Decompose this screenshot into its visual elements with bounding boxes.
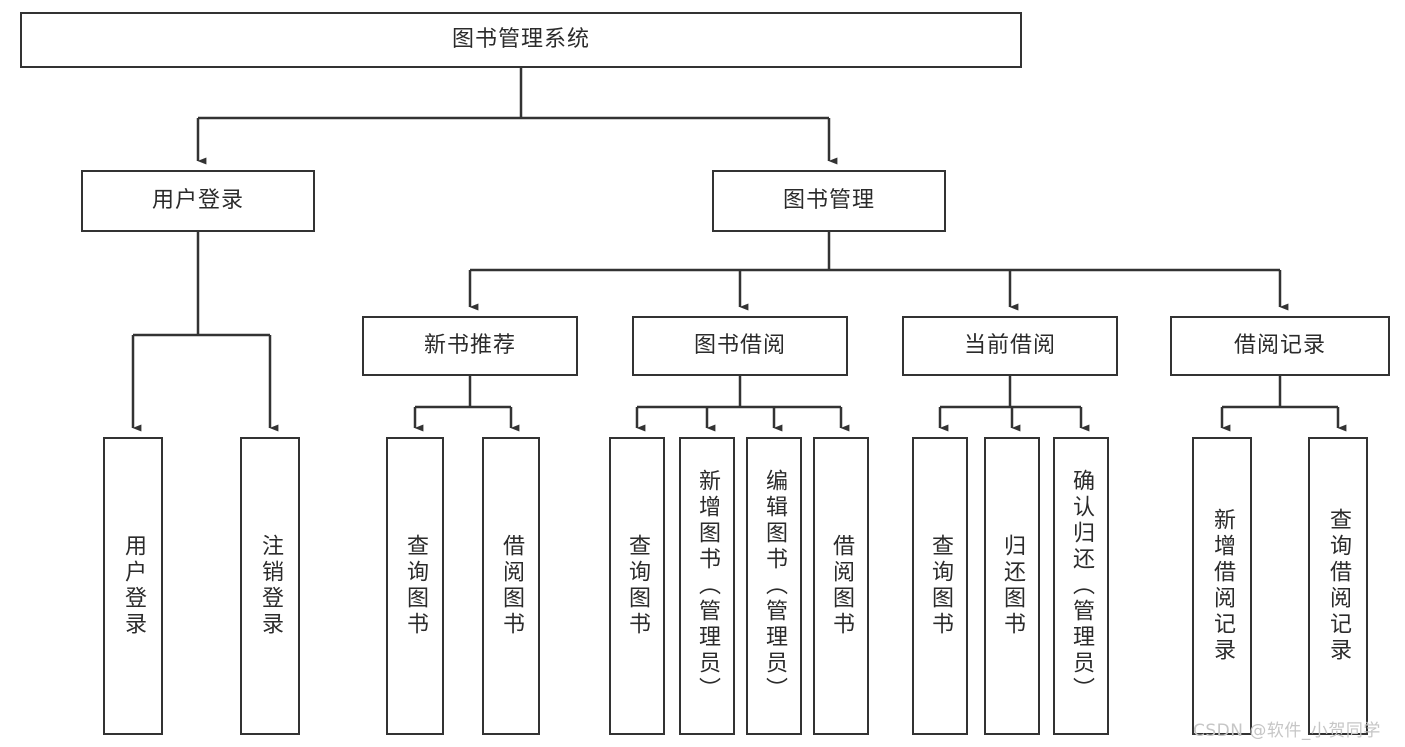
node-label: 查询图书 bbox=[402, 534, 428, 638]
node-leaf-query-record[interactable]: 查询借阅记录 bbox=[1308, 437, 1368, 735]
node-label: 新增图书（管理员） bbox=[694, 469, 720, 703]
node-label: 确认归还（管理员） bbox=[1068, 469, 1094, 703]
node-label: 编辑图书（管理员） bbox=[761, 469, 787, 703]
node-label: 用户登录 bbox=[120, 534, 146, 638]
node-leaf-add-record[interactable]: 新增借阅记录 bbox=[1192, 437, 1252, 735]
node-leaf-query-book-3[interactable]: 查询图书 bbox=[912, 437, 968, 735]
node-label: 注销登录 bbox=[257, 534, 283, 638]
node-label: 图书管理系统 bbox=[451, 27, 590, 53]
node-borrow-record[interactable]: 借阅记录 bbox=[1170, 316, 1390, 376]
node-book-manage[interactable]: 图书管理 bbox=[712, 170, 946, 232]
connector-lines bbox=[131, 68, 1347, 432]
node-label: 新增借阅记录 bbox=[1209, 508, 1235, 664]
node-label: 图书借阅 bbox=[693, 333, 786, 359]
node-leaf-logout[interactable]: 注销登录 bbox=[240, 437, 300, 735]
node-label: 借阅图书 bbox=[828, 534, 854, 638]
node-label: 图书管理 bbox=[782, 188, 875, 214]
node-leaf-edit-book[interactable]: 编辑图书（管理员） bbox=[746, 437, 802, 735]
node-label: 查询图书 bbox=[927, 534, 953, 638]
node-label: 新书推荐 bbox=[423, 333, 516, 359]
node-current-borrow[interactable]: 当前借阅 bbox=[902, 316, 1118, 376]
node-leaf-return-book[interactable]: 归还图书 bbox=[984, 437, 1040, 735]
node-leaf-user-login[interactable]: 用户登录 bbox=[103, 437, 163, 735]
node-label: 借阅记录 bbox=[1233, 333, 1326, 359]
node-leaf-query-book-1[interactable]: 查询图书 bbox=[386, 437, 444, 735]
node-label: 查询借阅记录 bbox=[1325, 508, 1351, 664]
node-new-book-recommend[interactable]: 新书推荐 bbox=[362, 316, 578, 376]
node-label: 当前借阅 bbox=[963, 333, 1056, 359]
node-label: 用户登录 bbox=[151, 188, 244, 214]
node-leaf-borrow-book-2[interactable]: 借阅图书 bbox=[813, 437, 869, 735]
node-book-borrow[interactable]: 图书借阅 bbox=[632, 316, 848, 376]
node-label: 借阅图书 bbox=[498, 534, 524, 638]
node-root[interactable]: 图书管理系统 bbox=[20, 12, 1022, 68]
node-leaf-add-book[interactable]: 新增图书（管理员） bbox=[679, 437, 735, 735]
node-user-login[interactable]: 用户登录 bbox=[81, 170, 315, 232]
node-leaf-confirm-return[interactable]: 确认归还（管理员） bbox=[1053, 437, 1109, 735]
node-leaf-query-book-2[interactable]: 查询图书 bbox=[609, 437, 665, 735]
node-leaf-borrow-book-1[interactable]: 借阅图书 bbox=[482, 437, 540, 735]
node-label: 归还图书 bbox=[999, 534, 1025, 638]
node-label: 查询图书 bbox=[624, 534, 650, 638]
